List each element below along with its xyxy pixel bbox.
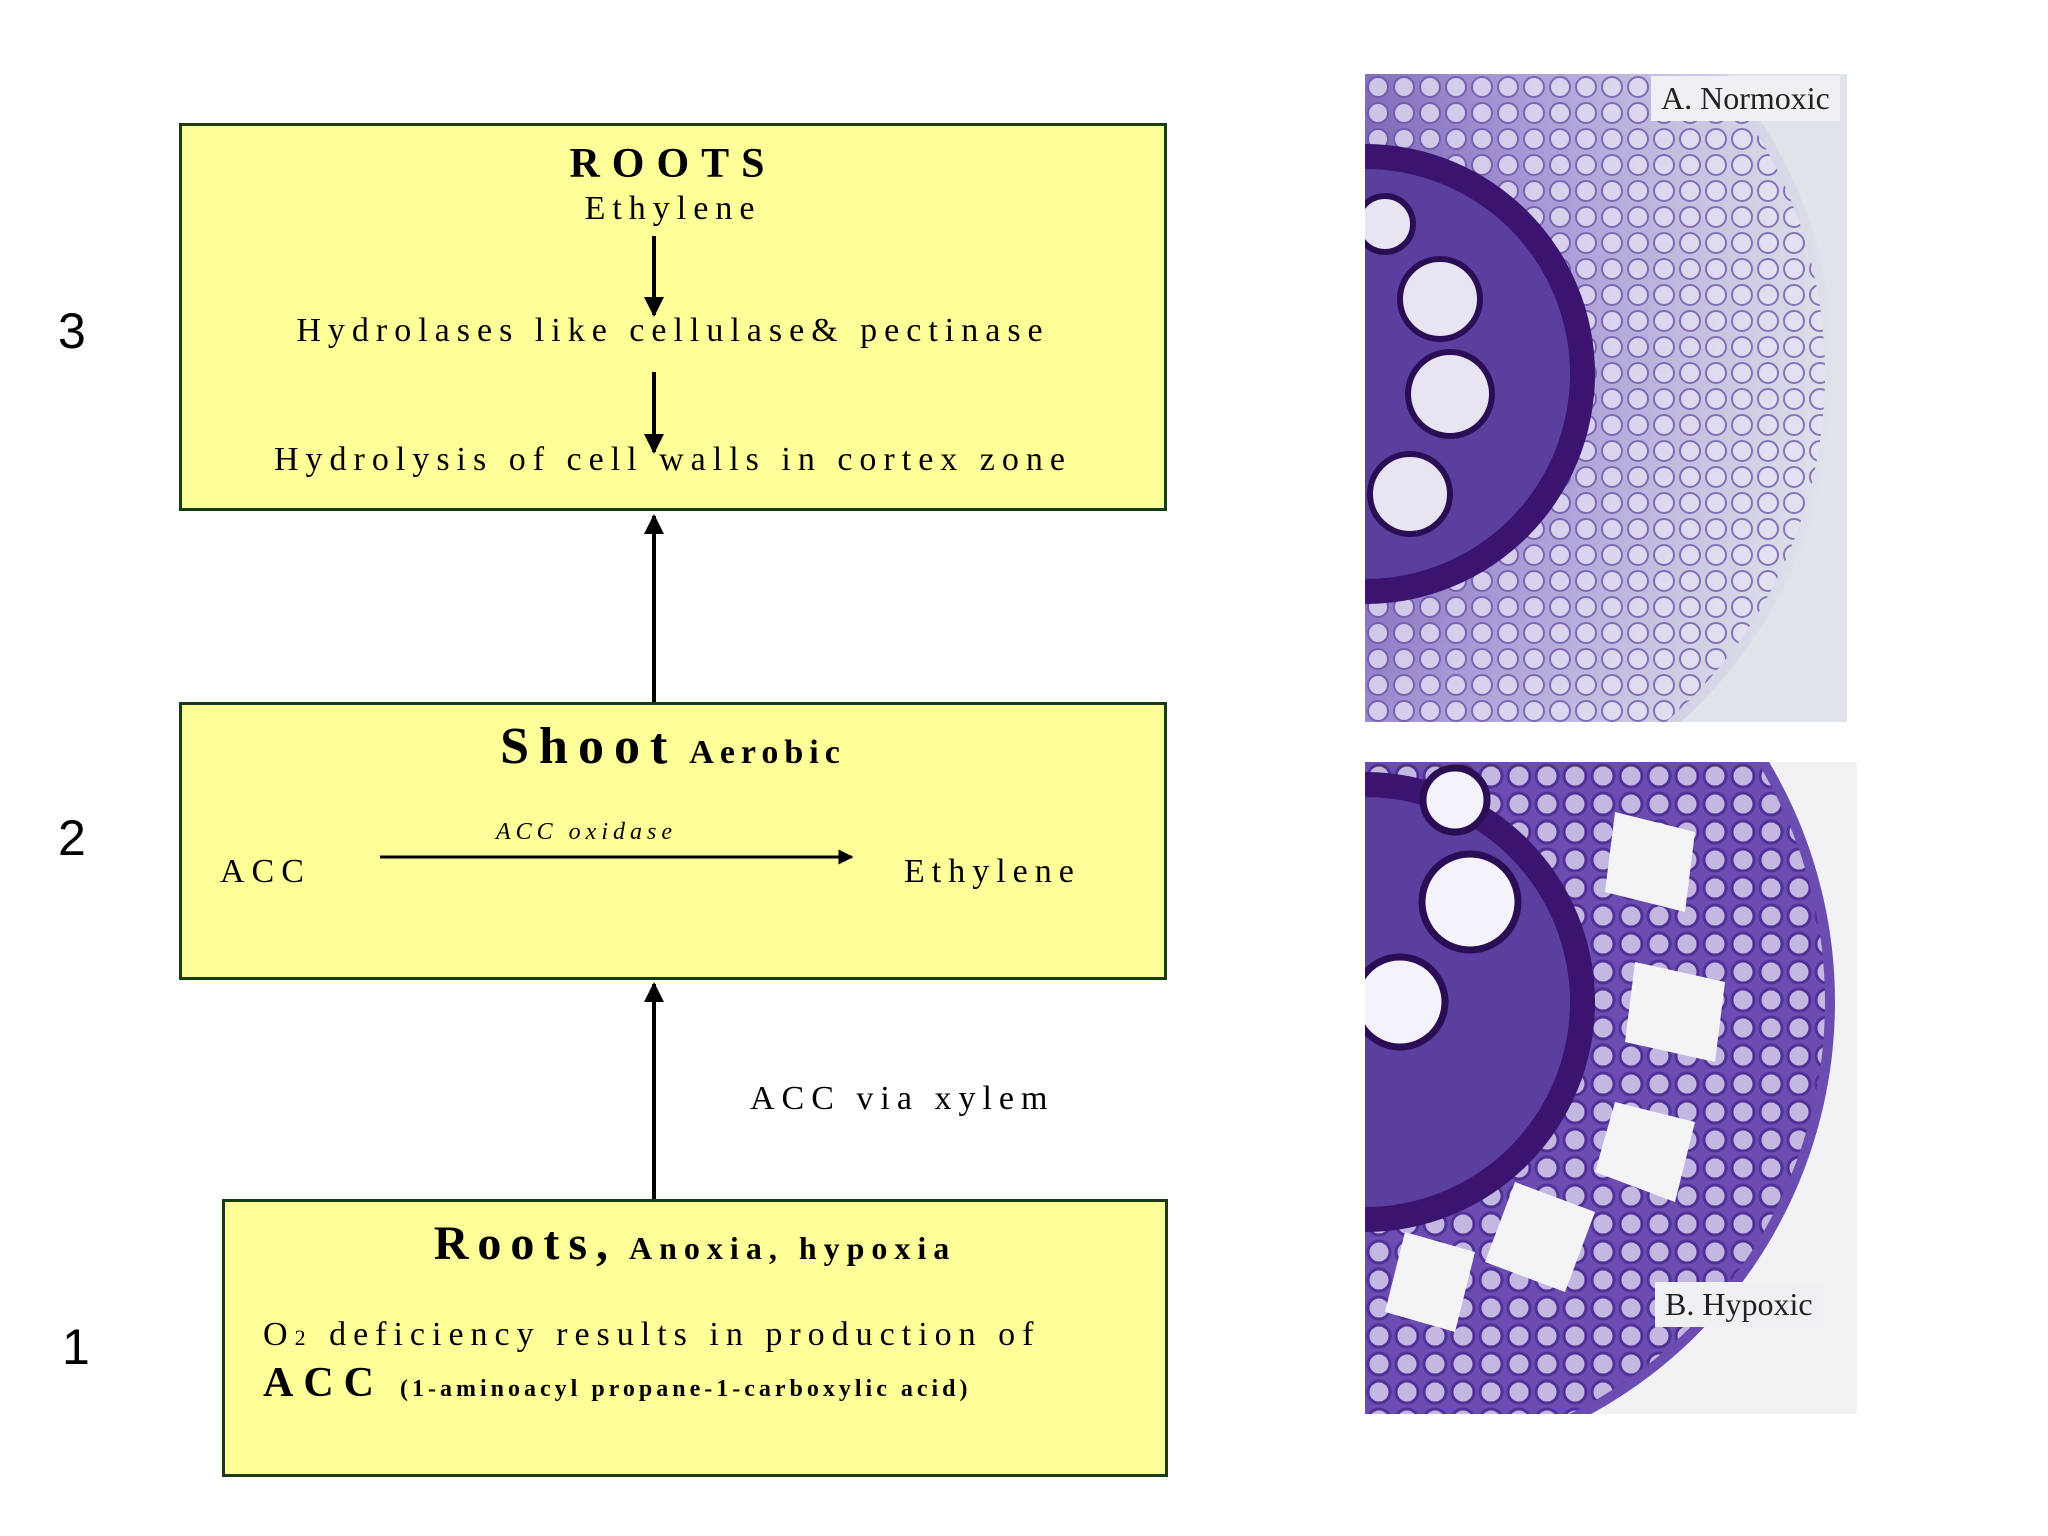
roots-anoxia-heading: Roots, Anoxia, hypoxia — [225, 1220, 1165, 1268]
acc-abbrev: ACC — [263, 1360, 384, 1406]
o2-symbol: O — [263, 1316, 295, 1353]
roots-anoxia-title: Roots, — [433, 1217, 618, 1270]
shoot-subtitle: Aerobic — [689, 734, 846, 771]
normoxic-root-photo: A. Normoxic — [1365, 74, 1847, 722]
shoot-box: Shoot Aerobic ACC ACC oxidase Ethylene — [179, 702, 1167, 980]
hypoxic-tissue-image — [1365, 762, 1857, 1414]
shoot-heading: Shoot Aerobic — [182, 721, 1164, 773]
step-number-3: 3 — [58, 303, 86, 359]
normoxic-tissue-image — [1365, 74, 1847, 722]
roots-ethylene-label: Ethylene — [584, 190, 762, 227]
hypoxic-root-photo: B. Hypoxic — [1365, 762, 1857, 1414]
shoot-title: Shoot — [500, 718, 678, 775]
shoot-acc-label: ACC — [220, 853, 311, 890]
step-number-1: 1 — [62, 1319, 90, 1375]
hypoxic-label: B. Hypoxic — [1655, 1282, 1823, 1327]
acc-via-xylem-label: ACC via xylem — [750, 1080, 1055, 1117]
hydrolysis-label: Hydrolysis of cell walls in cortex zone — [274, 441, 1072, 478]
shoot-ethylene-label: Ethylene — [904, 853, 1081, 890]
normoxic-label: A. Normoxic — [1651, 76, 1840, 121]
acc-oxidase-label: ACC oxidase — [496, 819, 677, 845]
deficiency-text: deficiency results in production of — [329, 1316, 1041, 1353]
roots-anoxia-subtitle: Anoxia, hypoxia — [629, 1230, 957, 1266]
roots-anoxia-box: Roots, Anoxia, hypoxia O2 deficiency res… — [222, 1199, 1168, 1477]
acc-full-name: (1-aminoacyl propane-1-carboxylic acid) — [400, 1376, 972, 1402]
roots-ethylene-box: ROOTS Ethylene Hydrolases like cellulase… — [179, 123, 1167, 511]
o2-subscript: 2 — [294, 1325, 308, 1350]
o2-deficiency-line: O2 deficiency results in production of — [263, 1318, 1040, 1352]
roots-title: ROOTS — [569, 141, 777, 187]
acc-line: ACC (1-aminoacyl propane-1-carboxylic ac… — [263, 1362, 972, 1404]
hydrolases-label: Hydrolases like cellulase& pectinase — [296, 312, 1050, 349]
step-number-2: 2 — [58, 810, 86, 866]
